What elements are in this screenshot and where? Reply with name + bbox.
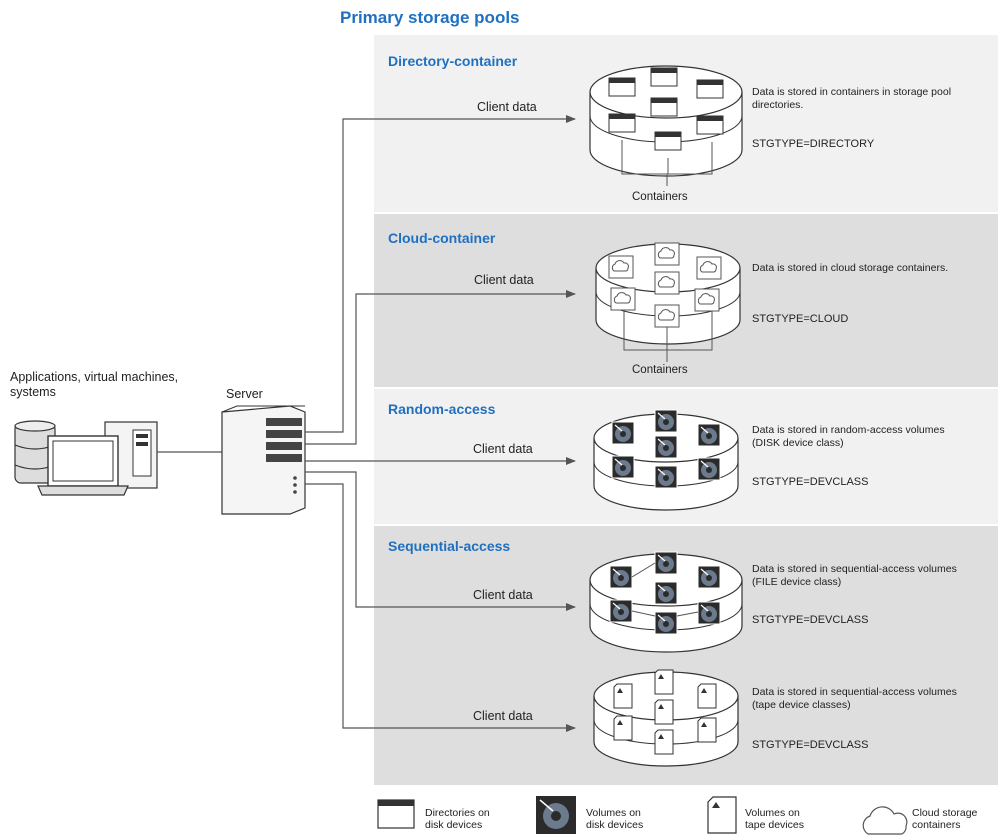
directory-container-cylinder bbox=[589, 65, 743, 186]
diagram-title: Primary storage pools bbox=[340, 8, 520, 27]
client-data-label: Client data bbox=[473, 588, 533, 602]
client-data-label: Client data bbox=[473, 709, 533, 723]
description-directory-container: Data is stored in containers in storage … bbox=[752, 86, 952, 111]
stgtype-devclass: STGTYPE=DEVCLASS bbox=[752, 614, 869, 626]
panel-divider bbox=[374, 212, 998, 214]
random-access-cylinder bbox=[593, 409, 739, 511]
legend-folder-icon bbox=[377, 799, 415, 829]
stgtype-devclass: STGTYPE=DEVCLASS bbox=[752, 476, 869, 488]
client-data-label: Client data bbox=[473, 442, 533, 456]
legend-tape-volume-icon bbox=[707, 796, 737, 834]
stgtype-devclass: STGTYPE=DEVCLASS bbox=[752, 739, 869, 751]
description-sequential-file: Data is stored in sequential-access volu… bbox=[752, 563, 957, 588]
client-data-label: Client data bbox=[477, 100, 537, 114]
legend-label-folder: Directories on disk devices bbox=[425, 807, 490, 831]
section-title-sequential-access: Sequential-access bbox=[388, 538, 511, 554]
description-cloud-container: Data is stored in cloud storage containe… bbox=[752, 262, 949, 274]
legend-cloud-icon bbox=[862, 806, 908, 835]
stgtype-cloud: STGTYPE=CLOUD bbox=[752, 313, 849, 325]
containers-label: Containers bbox=[632, 364, 688, 376]
stgtype-directory: STGTYPE=DIRECTORY bbox=[752, 138, 875, 150]
section-title-directory-container: Directory-container bbox=[388, 53, 518, 69]
section-title-random-access: Random-access bbox=[388, 401, 496, 417]
section-title-cloud-container: Cloud-container bbox=[388, 230, 496, 246]
containers-label: Containers bbox=[632, 191, 688, 203]
legend-disk-volume-icon bbox=[536, 796, 576, 834]
server-icon bbox=[221, 405, 306, 515]
client-data-label: Client data bbox=[474, 273, 534, 287]
description-sequential-tape: Data is stored in sequential-access volu… bbox=[752, 686, 957, 711]
legend-label-cloud: Cloud storage containers bbox=[912, 807, 978, 831]
panel-divider bbox=[374, 524, 998, 526]
sequential-tape-cylinder bbox=[593, 669, 739, 767]
cloud-container-cylinder bbox=[595, 242, 741, 362]
server-label: Server bbox=[226, 387, 263, 401]
sequential-file-cylinder bbox=[589, 551, 743, 653]
legend-label-disk-volume: Volumes on disk devices bbox=[586, 807, 644, 831]
legend-label-tape-volume: Volumes on tape devices bbox=[745, 807, 804, 831]
applications-label: Applications, virtual machines, systems bbox=[10, 370, 179, 399]
applications-icon bbox=[14, 420, 158, 496]
description-random-access: Data is stored in random-access volumes … bbox=[752, 424, 945, 449]
panel-divider bbox=[374, 387, 998, 389]
